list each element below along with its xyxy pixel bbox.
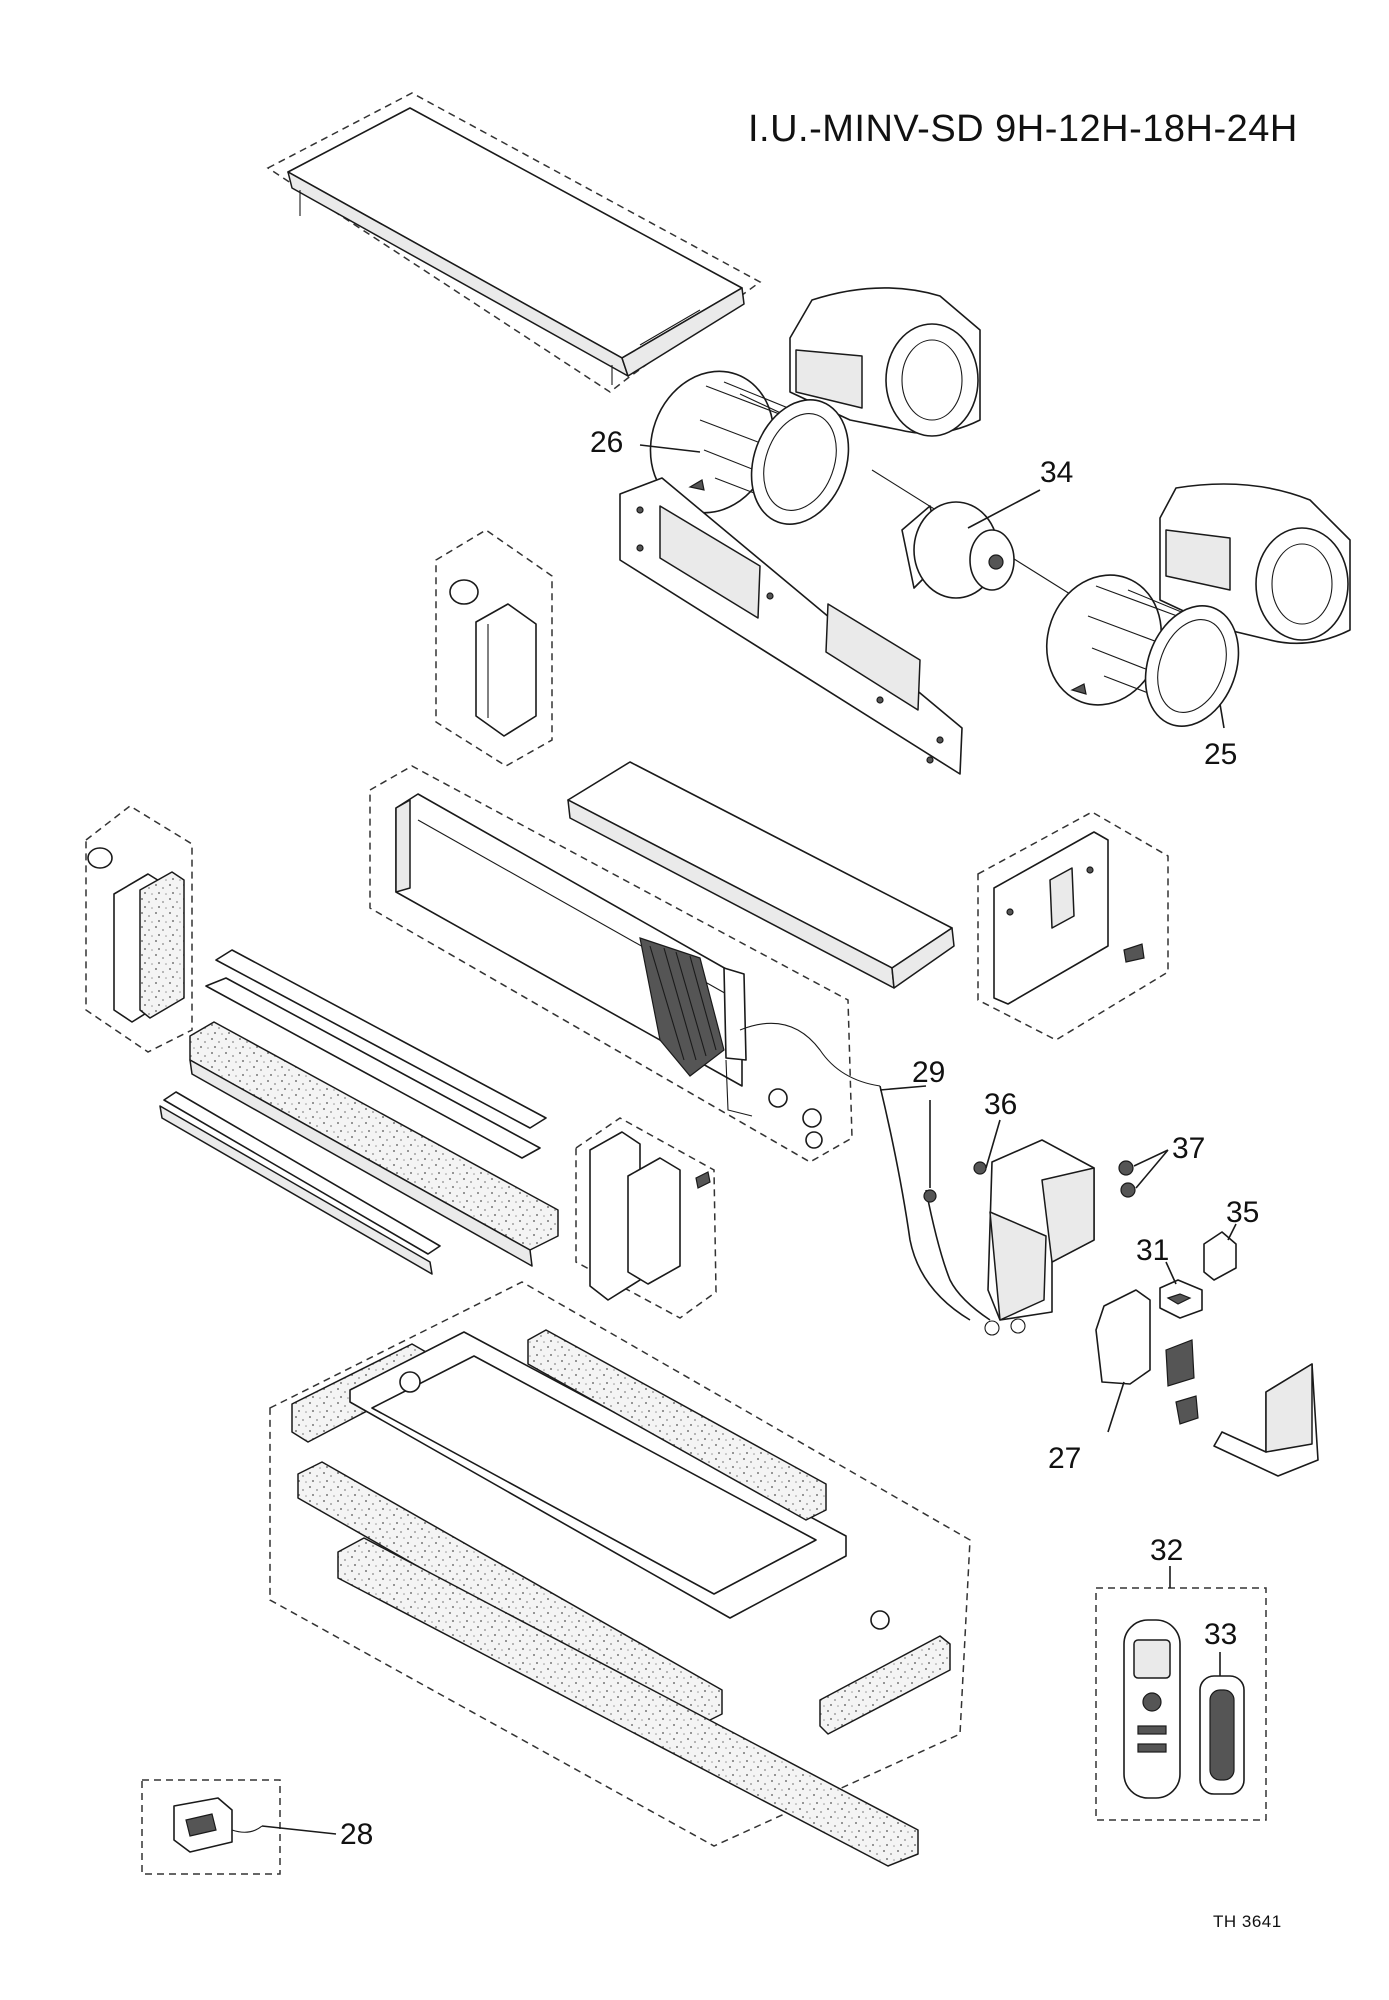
pcb-board-27	[1095, 1289, 1199, 1425]
fan-mounting-plate	[619, 477, 963, 775]
main-chassis-with-coil	[369, 765, 881, 1163]
drain-tray-top	[567, 761, 955, 989]
callout-27: 27	[1048, 1442, 1081, 1475]
diagram-title: I.U.-MINV-SD 9H-12H-18H-24H	[748, 108, 1298, 150]
blower-housing-upper	[789, 287, 981, 437]
left-side-panel	[85, 805, 193, 1053]
blower-housing-right	[1159, 483, 1351, 645]
top-cover-panel	[266, 92, 762, 393]
fan-motor-34	[871, 469, 1071, 599]
callout-31: 31	[1136, 1234, 1169, 1267]
control-box-cover	[1213, 1363, 1319, 1477]
callout-33: 33	[1204, 1618, 1237, 1651]
callout-34: 34	[1040, 456, 1073, 489]
blower-wheel-25	[1045, 574, 1240, 727]
evaporator-coil	[639, 937, 747, 1077]
remote-control-set-32	[1095, 1587, 1267, 1821]
callout-25: 25	[1204, 738, 1237, 771]
callout-37: 37	[1172, 1132, 1205, 1165]
sensor-35	[1203, 1231, 1237, 1281]
upper-side-bracket	[435, 529, 553, 767]
remote-control	[1123, 1619, 1181, 1799]
drain-pan-assembly	[269, 1281, 971, 1867]
terminal-block-31	[1159, 1279, 1203, 1319]
blower-wheel-26	[649, 370, 850, 525]
drawing-reference: TH 3641	[1213, 1912, 1282, 1931]
callout-labels: 26 34 25 29 36 37 35 31 27 32 33 28	[340, 426, 1259, 1851]
switch-28	[141, 1779, 281, 1875]
callout-35: 35	[1226, 1196, 1259, 1229]
callout-36: 36	[984, 1088, 1017, 1121]
left-rail-assembly	[159, 949, 559, 1275]
callout-29: 29	[912, 1056, 945, 1089]
electrical-box-36	[973, 1139, 1095, 1336]
leader-lines	[261, 444, 1237, 1835]
remote-holder-33	[1199, 1675, 1245, 1795]
callout-32: 32	[1150, 1534, 1183, 1567]
callout-26: 26	[590, 426, 623, 459]
control-panel-bracket	[977, 811, 1169, 1041]
callout-28: 28	[340, 1818, 373, 1851]
copper-tubing-29	[879, 1085, 991, 1321]
lower-side-bracket	[575, 1117, 717, 1319]
screws-37	[1118, 1160, 1136, 1198]
